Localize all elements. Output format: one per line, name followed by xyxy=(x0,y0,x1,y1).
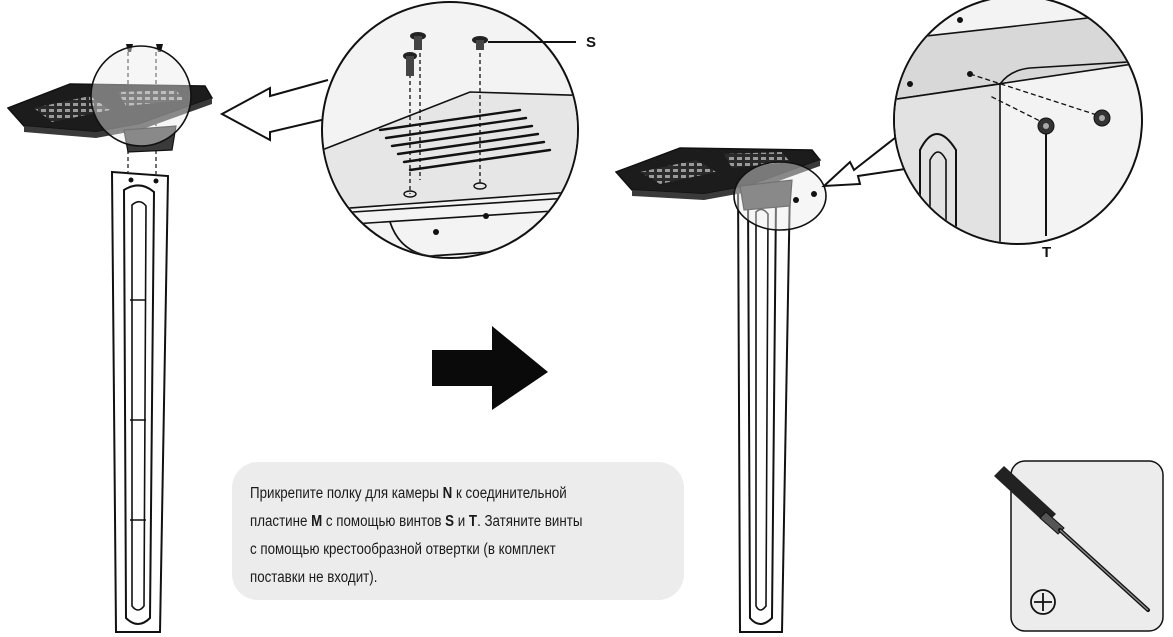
left-hollow-arrow xyxy=(219,79,331,142)
part-m-label: M xyxy=(311,513,323,530)
cross-head-symbol-icon xyxy=(1030,589,1056,615)
instruction-line2-prefix: пластине xyxy=(250,513,312,530)
right-hollow-arrow xyxy=(821,133,913,188)
instruction-text: Прикрепите полку для камеры N к соединит… xyxy=(250,480,697,592)
left-detail-circle xyxy=(321,1,579,259)
instruction-line1-prefix: Прикрепите полку для камеры xyxy=(250,485,443,502)
screw-t-ref: T xyxy=(468,513,478,530)
left-vertical-plate xyxy=(110,170,170,633)
right-bracket-assembly xyxy=(614,147,827,633)
instruction-line2-and: и xyxy=(454,513,469,530)
right-zoom-ellipse xyxy=(733,161,827,231)
left-zoom-circle xyxy=(90,45,192,147)
direction-arrow xyxy=(432,326,548,410)
instruction-line1-suffix: к соединительной xyxy=(452,485,567,502)
screw-s-label: S xyxy=(586,34,597,51)
phillips-screwdriver-icon xyxy=(994,466,1150,612)
instruction-line2-middle: с помощью винтов xyxy=(322,513,446,530)
instruction-line4: поставки не входит). xyxy=(250,569,378,586)
left-bracket-assembly xyxy=(6,44,214,633)
part-n-label: N xyxy=(442,485,453,502)
right-detail-circle xyxy=(893,0,1143,245)
screw-s-ref: S xyxy=(445,513,455,530)
instruction-box: Прикрепите полку для камеры N к соединит… xyxy=(232,462,684,600)
instruction-line2-suffix: . Затяните винты xyxy=(477,513,583,530)
instruction-line3: с помощью крестообразной отвертки (в ком… xyxy=(250,541,556,558)
screw-t-label: T xyxy=(1042,244,1052,261)
screwdriver-tool-box xyxy=(994,460,1164,632)
